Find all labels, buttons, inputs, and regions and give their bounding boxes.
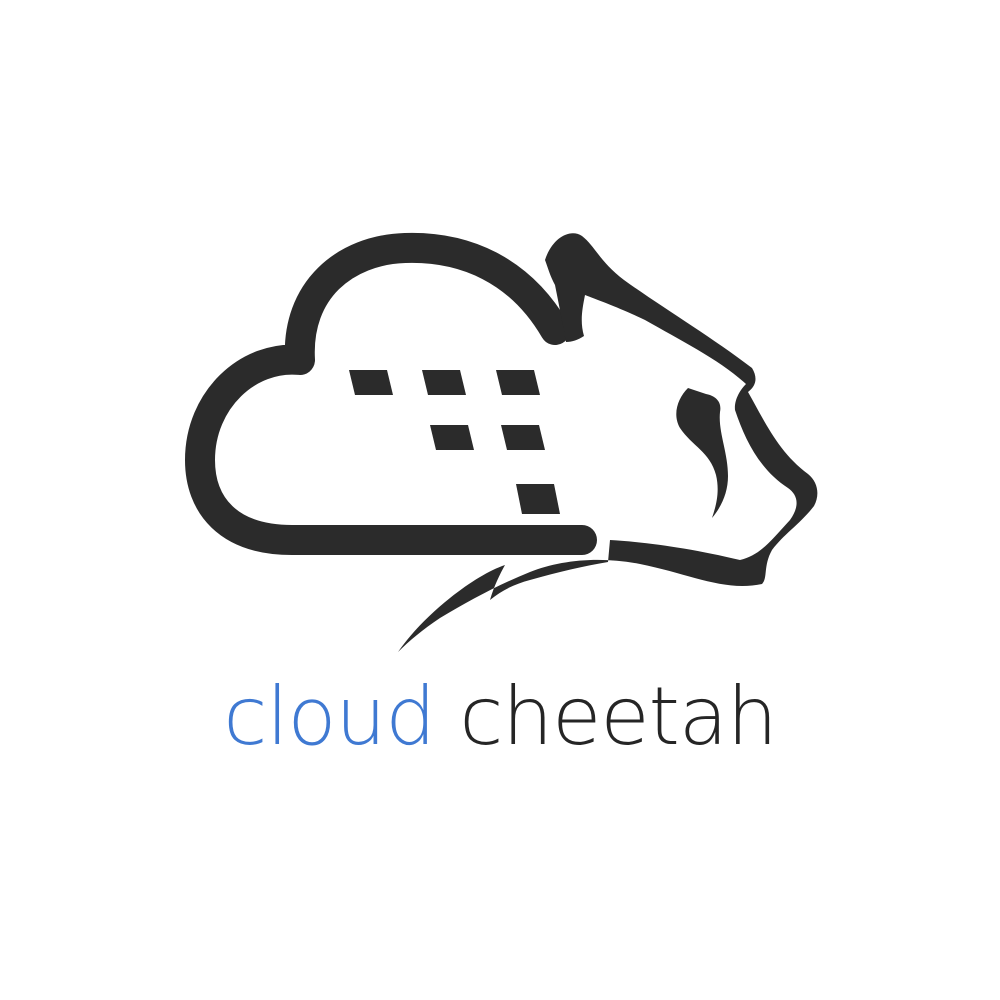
data-block <box>422 370 466 395</box>
data-block <box>430 425 474 450</box>
cloud-outline <box>185 232 597 555</box>
data-block <box>516 484 560 514</box>
wordmark-cheetah: cheetah <box>459 670 777 763</box>
data-block <box>496 370 540 395</box>
data-blocks <box>349 370 560 514</box>
cheetah-eye <box>676 388 728 518</box>
wordmark-cloud: cloud <box>223 670 436 763</box>
cheetah-head <box>398 233 818 652</box>
data-block <box>349 370 393 395</box>
wordmark: cloud cheetah <box>0 662 1000 772</box>
data-block <box>501 425 545 450</box>
